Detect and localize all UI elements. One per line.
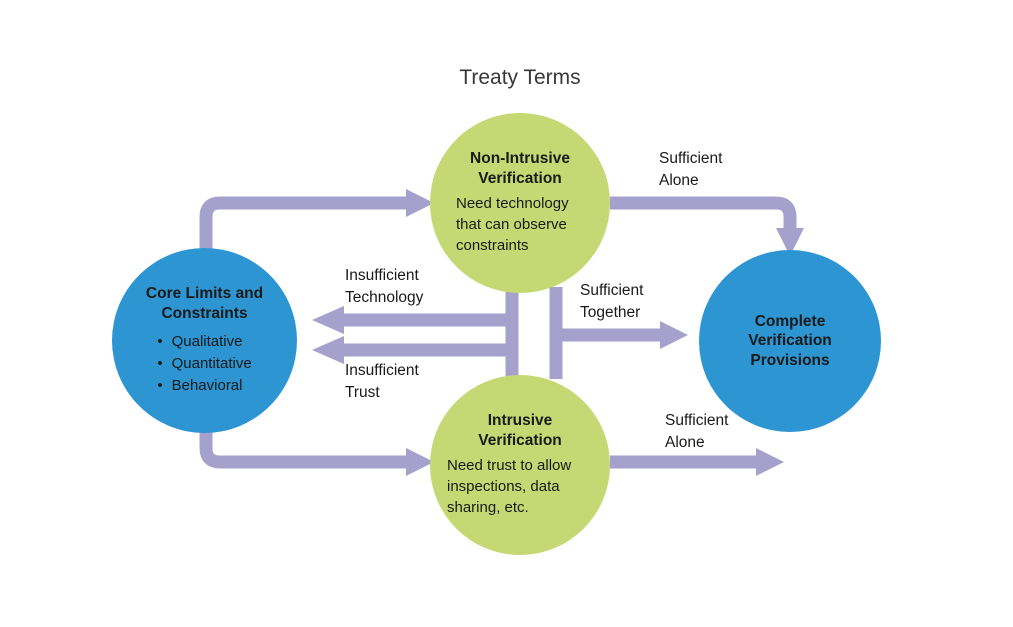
arrow-nonintrusive-to-complete [610,196,804,256]
arrow-head-right-icon [756,448,784,476]
node-heading: Core Limits and Constraints [145,285,264,322]
label-sufficient-together: Sufficient Together [580,282,644,321]
arrow-shaft [199,420,406,469]
arrow-head-right-icon [406,448,434,476]
node-heading: Intrusive Verification [478,412,562,449]
arrow-core-to-intrusive [199,420,434,476]
bullet-item: Qualitative [157,331,251,353]
node-body: Need trust to allow inspections, data sh… [447,457,572,516]
node-heading: Non-Intrusive Verification [470,150,570,187]
arrow-head-right-icon [406,189,434,217]
arrow-sufficient-together [550,321,688,349]
arrow-core-to-nonintrusive [199,189,434,262]
node-intrusive-verification: Intrusive Verification Need trust to all… [430,375,610,555]
node-heading: Complete Verification Provisions [748,312,832,369]
label-insufficient-trust: Insufficient Trust [345,362,419,401]
node-nonintrusive-verification: Non-Intrusive Verification Need technolo… [430,113,610,293]
arrow-insufficient-trust [312,336,518,364]
bullet-item: Quantitative [157,353,252,375]
arrow-intrusive-to-complete [610,448,784,476]
bullet-list: Qualitative Quantitative Behavioral [157,331,252,397]
arrow-head-right-icon [660,321,688,349]
arrow-head-left-icon [312,336,344,364]
label-sufficient-alone-bottom: Sufficient Alone [665,412,729,451]
arrow-head-down-icon [776,228,804,256]
arrow-insufficient-technology [312,306,518,334]
node-complete-provisions: Complete Verification Provisions [699,250,881,432]
page-title: Treaty Terms [459,66,581,89]
arrow-head-left-icon [312,306,344,334]
node-body: Need technology that can observe constra… [456,195,569,254]
arrow-shaft [610,196,797,230]
node-core-limits: Core Limits and Constraints Qualitative … [112,248,297,433]
label-insufficient-technology: Insufficient Technology [345,267,424,306]
bullet-item: Behavioral [157,375,251,397]
label-sufficient-alone-top: Sufficient Alone [659,150,723,189]
arrow-shaft [199,196,406,262]
